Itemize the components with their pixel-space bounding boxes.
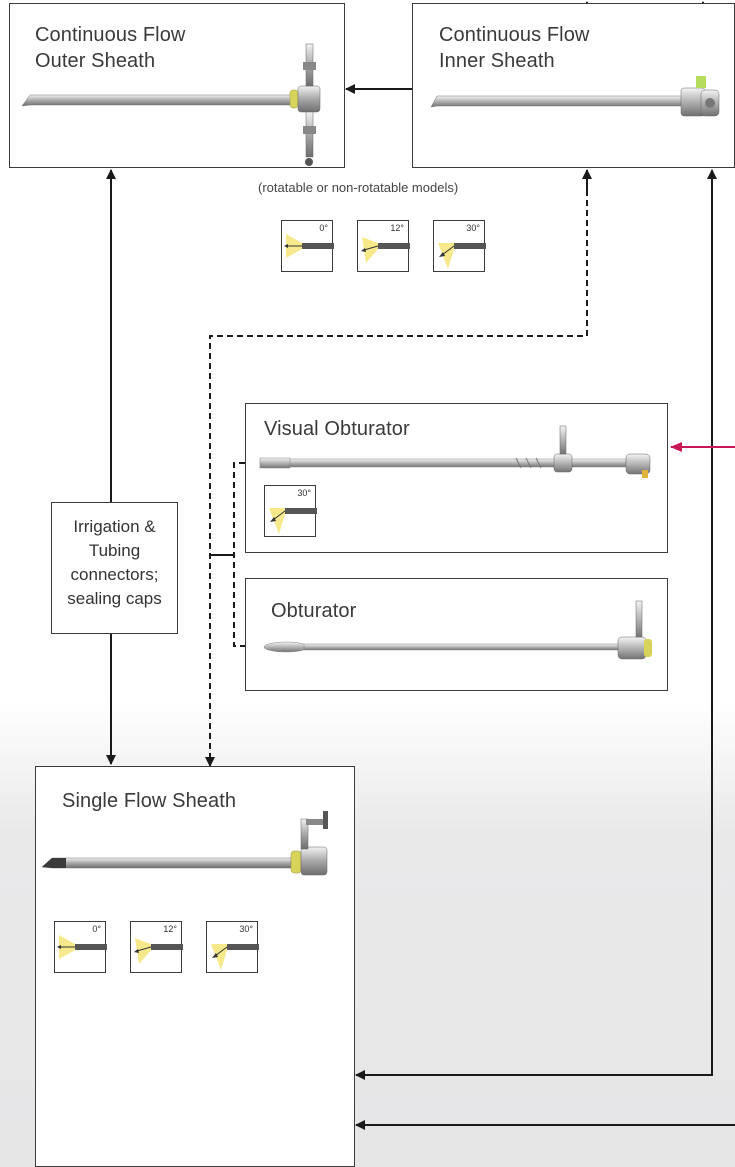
inner-sheath-box: Continuous Flow Inner Sheath — [412, 3, 735, 168]
visual-obturator-image — [259, 425, 651, 478]
rotatable-note: (rotatable or non-rotatable models) — [258, 180, 459, 195]
outer-sheath-box: Continuous Flow Outer Sheath — [9, 3, 345, 168]
single-flow-image — [41, 811, 328, 876]
single-flow-angle-12-label: 12° — [163, 924, 177, 934]
obturator-title: Obturator — [271, 600, 357, 622]
outer-sheath-image — [21, 43, 321, 166]
outer-sheath-title-2: Outer Sheath — [35, 50, 156, 72]
single-flow-angle-30: 30° — [206, 921, 259, 973]
single-flow-angle-0-label: 0° — [92, 924, 101, 934]
inner-sheath-title-1: Continuous Flow — [439, 24, 590, 46]
visual-obturator-title: Visual Obturator — [264, 418, 410, 440]
visual-obturator-box: Visual Obturator 30° — [245, 403, 668, 553]
single-flow-angle-30-label: 30° — [239, 924, 253, 934]
irrigation-line-2: Tubing — [88, 541, 141, 560]
visual-obturator-angle: 30° — [264, 485, 317, 537]
single-flow-angle-0: 0° — [54, 921, 107, 973]
top-angle-30-label: 30° — [466, 223, 480, 233]
single-flow-angle-12: 12° — [130, 921, 183, 973]
irrigation-line-3: connectors; — [70, 565, 159, 584]
dashed-bracket — [233, 462, 245, 647]
irrigation-box: Irrigation & Tubing connectors; sealing … — [51, 502, 178, 634]
top-angle-12: 12° — [357, 220, 410, 272]
top-angle-0: 0° — [281, 220, 334, 272]
top-angle-0-label: 0° — [319, 223, 328, 233]
obturator-image — [263, 600, 652, 660]
single-flow-box: Single Flow Sheath 0° 12° 30° — [35, 766, 355, 1167]
irrigation-line-1: Irrigation & — [73, 517, 156, 536]
top-angle-12-label: 12° — [390, 223, 404, 233]
top-angle-30: 30° — [433, 220, 486, 272]
inner-sheath-image — [430, 76, 720, 117]
dashed-connector-main — [209, 190, 588, 764]
obturator-box: Obturator — [245, 578, 668, 691]
inner-sheath-title-2: Inner Sheath — [439, 50, 555, 72]
outer-sheath-title-1: Continuous Flow — [35, 24, 186, 46]
single-flow-title: Single Flow Sheath — [62, 790, 237, 812]
visual-obturator-angle-label: 30° — [297, 488, 311, 498]
irrigation-line-4: sealing caps — [67, 589, 162, 608]
right-connector-1 — [356, 169, 717, 1076]
